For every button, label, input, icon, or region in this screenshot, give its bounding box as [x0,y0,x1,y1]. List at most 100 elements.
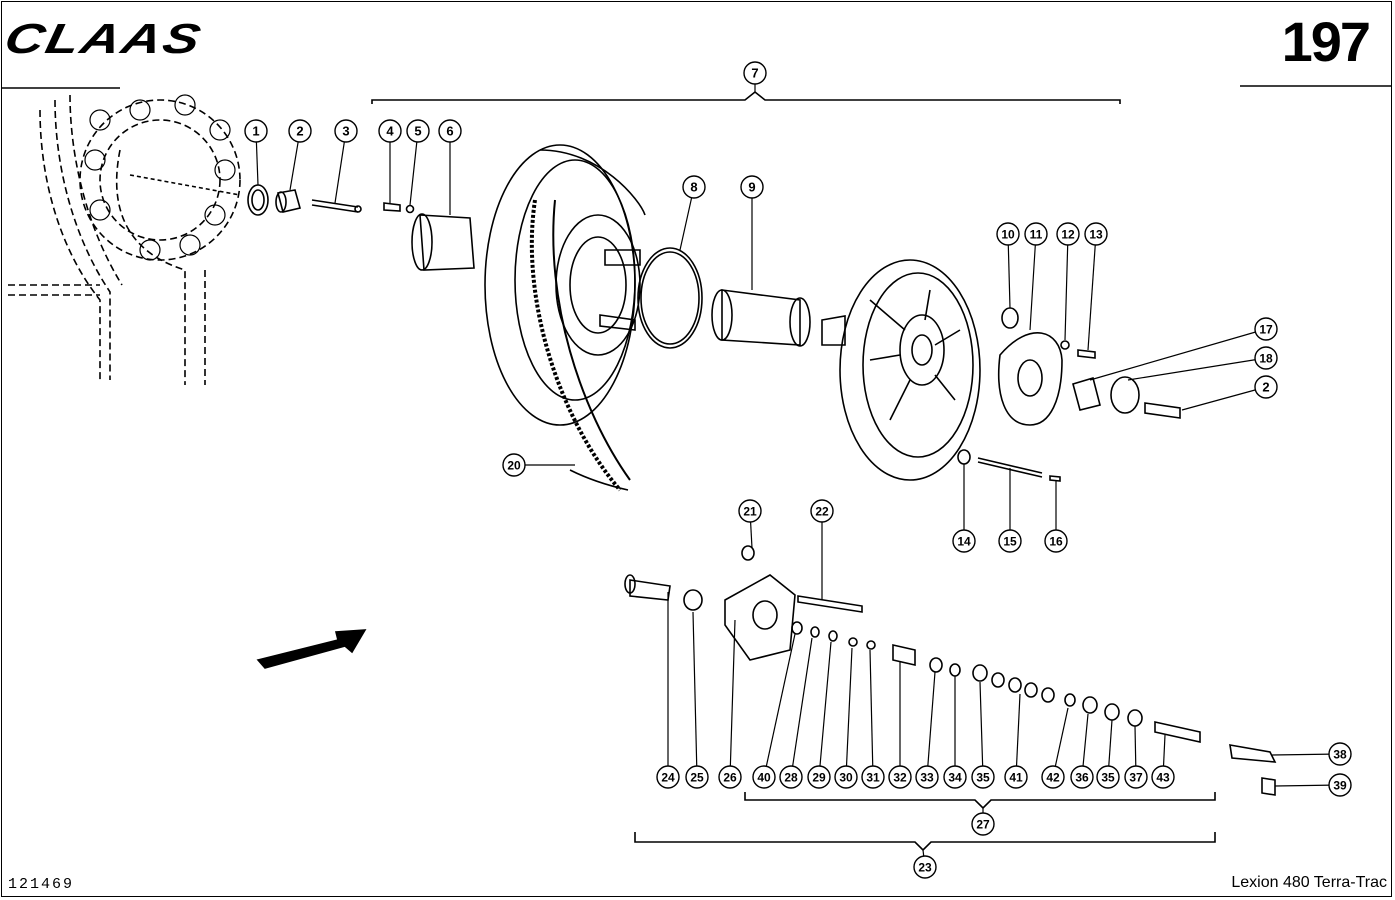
part-housing-26-bore [752,600,778,630]
part-housing-26 [724,574,796,661]
callout-18: 18 [1254,346,1278,370]
callout-12: 12 [1056,222,1080,246]
callout-7: 7 [743,61,767,85]
callout-leader [1015,693,1021,778]
part-nut-10 [1001,307,1019,329]
bracket-23 [634,832,1216,852]
callout-label: 37 [1129,771,1143,785]
part-ring-21 [741,545,755,561]
chain-sprocket-context [8,94,241,385]
callout-label: 9 [748,180,755,195]
callout-leader [979,681,984,778]
callout-leader [845,647,853,778]
callout-43: 43 [1151,765,1175,789]
callout-26: 26 [718,765,742,789]
callout-leader [790,637,813,778]
callout-38: 38 [1328,742,1352,766]
part-bolt-22 [797,595,863,613]
bracket-4 [371,90,1121,104]
callout-label: 8 [690,180,697,195]
part-pin-3-end [354,205,362,213]
callout-label: 28 [784,771,798,785]
sprocket-holes [84,94,236,261]
callout-label: 18 [1259,352,1273,366]
callout-label: 22 [815,505,829,519]
callout-leader [1181,386,1267,411]
callout-34: 34 [943,765,967,789]
callout-leader [1029,233,1037,331]
callout-label: 5 [414,124,421,139]
callout-11: 11 [1024,222,1048,246]
callout-leader [818,641,832,778]
part-plate-11-hole [1017,359,1043,397]
callout-13: 13 [1084,222,1108,246]
callout-label: 11 [1030,228,1043,242]
callout-5: 5 [406,119,430,143]
callout-leader [1007,233,1011,309]
callout-label: 30 [839,771,853,785]
belt-pulley-assembly [484,144,646,492]
callout-2: 2 [1254,375,1278,399]
callout-label: 10 [1001,228,1015,242]
callout-8: 8 [682,175,706,199]
callout-42: 42 [1041,765,1065,789]
callout-35: 35 [971,765,995,789]
callout-41: 41 [1004,765,1028,789]
page-number: 197 [1281,10,1371,73]
drawing-number: 121469 [8,876,75,893]
part-sleeve-9 [721,289,801,346]
callout-6: 6 [438,119,462,143]
part-pin-16 [1049,475,1061,482]
callout-label: 43 [1156,771,1170,785]
callout-leader [1052,707,1069,778]
callout-25: 25 [685,765,709,789]
callout-28: 28 [779,765,803,789]
bracket-27 [744,792,1216,810]
callout-label: 34 [948,771,962,785]
callout-label: 3 [342,124,349,139]
callout-label: 7 [751,66,758,81]
callout-leader [1089,328,1267,381]
callout-label: 42 [1046,771,1060,785]
callout-label: 31 [866,771,880,785]
callout-label: 33 [920,771,934,785]
part-bushing-2-end [275,191,287,213]
part-bolt-18 [1144,402,1181,419]
callout-label: 2 [296,124,303,139]
callout-10: 10 [996,222,1020,246]
callout-17: 17 [1254,317,1278,341]
callout-leader [1087,233,1097,351]
part-sleeve-24 [629,579,671,601]
part-sleeve-7-end [411,213,433,271]
part-ring-25 [683,589,703,611]
callout-label: 17 [1259,323,1273,337]
part-washer-14 [957,449,971,465]
spoked-pulley [821,259,981,481]
callout-39: 39 [1328,773,1352,797]
part-plate-11 [998,332,1063,426]
part-washer-6 [405,204,415,214]
callout-label: 14 [957,535,971,549]
callout-leader [763,633,796,778]
part-bushing-2 [277,189,301,213]
callout-16: 16 [1044,529,1068,553]
part-bushing-2b [1072,376,1101,411]
callout-label: 35 [1101,771,1115,785]
callout-label: 41 [1009,771,1023,785]
callout-36: 36 [1070,765,1094,789]
callout-33: 33 [915,765,939,789]
callout-22: 22 [810,499,834,523]
callout-14: 14 [952,529,976,553]
callout-30: 30 [834,765,858,789]
callout-21: 21 [738,499,762,523]
callout-24: 24 [656,765,680,789]
callout-leader [1127,357,1267,381]
callout-label: 12 [1061,228,1075,242]
callout-label: 36 [1075,771,1089,785]
part-sleeve-7 [419,214,475,271]
callout-label: 20 [507,459,521,473]
callout-label: 26 [723,771,737,785]
